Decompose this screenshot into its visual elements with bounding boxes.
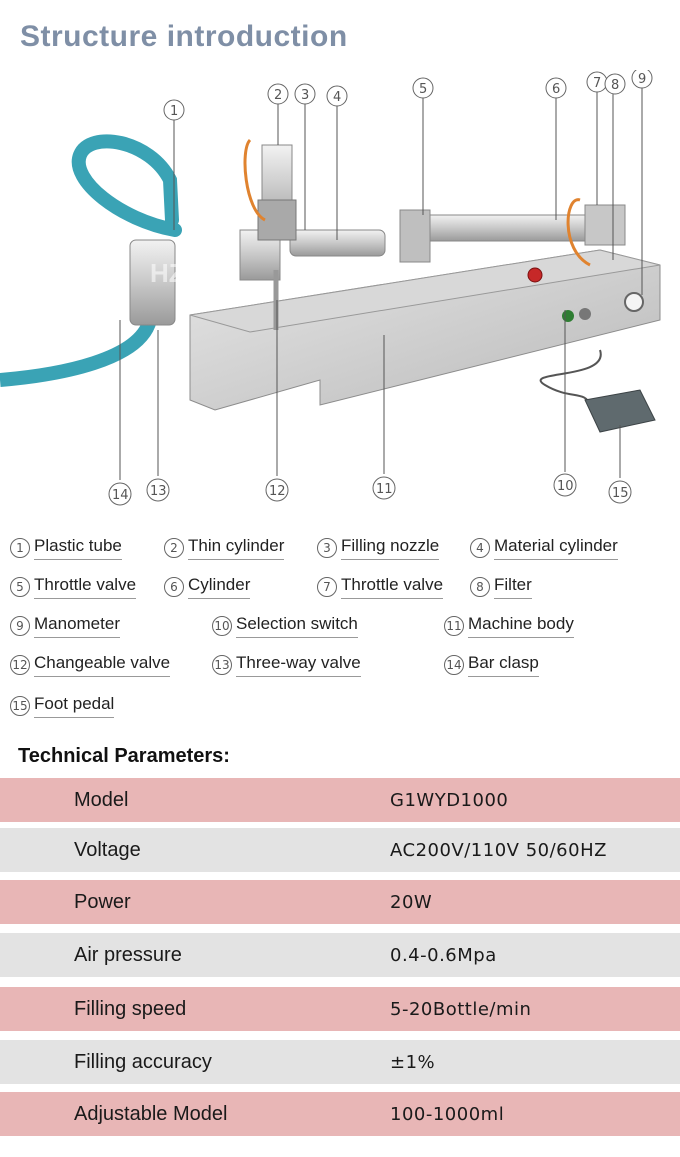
param-value: 5-20Bottle/min: [390, 998, 532, 1020]
callout-10: 10: [557, 479, 574, 494]
param-row-filling-speed: Filling speed 5-20Bottle/min: [0, 987, 680, 1031]
callout-9: 9: [638, 72, 646, 87]
watermark-logo: HZPK: [150, 258, 221, 288]
param-value: 0.4-0.6Mpa: [390, 944, 497, 966]
technical-parameters-heading: Technical Parameters:: [18, 745, 230, 767]
legend-label: Selection switch: [236, 614, 358, 638]
param-label: Filling speed: [74, 997, 187, 1020]
legend-label: Throttle valve: [341, 575, 444, 599]
callout-4: 4: [333, 90, 341, 105]
legend-number: 3: [317, 538, 337, 558]
legend-number: 12: [10, 655, 30, 675]
legend-label: Bar clasp: [468, 653, 539, 677]
plastic-tube-lower: [0, 317, 157, 387]
legend-item-2: 2 Thin cylinder: [164, 534, 285, 562]
legend-item-9: 9 Manometer: [10, 612, 120, 640]
legend-item-15: 15 Foot pedal: [10, 692, 115, 720]
legend-number: 11: [444, 616, 464, 636]
param-row-adjustable-model: Adjustable Model 100-1000ml: [0, 1092, 680, 1136]
param-label: Model: [74, 788, 129, 811]
param-value: 20W: [390, 891, 433, 913]
legend-label: Filter: [494, 575, 532, 599]
legend-item-10: 10 Selection switch: [212, 612, 358, 640]
legend-item-12: 12 Changeable valve: [10, 651, 171, 679]
param-value: ±1%: [390, 1051, 436, 1073]
param-value: AC200V/110V 50/60HZ: [390, 839, 607, 861]
legend-number: 2: [164, 538, 184, 558]
stop-button: [527, 267, 543, 283]
param-row-voltage: Voltage AC200V/110V 50/60HZ: [0, 828, 680, 872]
machine-illustration: HZPK 1 2 3 4 5 6 7 8: [0, 70, 680, 510]
legend-number: 1: [10, 538, 30, 558]
manometer: [624, 292, 644, 312]
callout-13: 13: [150, 484, 167, 499]
callout-8: 8: [611, 78, 619, 93]
machine-drawing: HZPK 1 2 3 4 5 6 7 8: [0, 70, 661, 506]
legend-item-4: 4 Material cylinder: [470, 534, 618, 562]
callout-3: 3: [301, 88, 309, 103]
legend-label: Material cylinder: [494, 536, 618, 560]
legend-number: 7: [317, 577, 337, 597]
param-label: Adjustable Model: [74, 1102, 228, 1125]
callout-15: 15: [612, 486, 629, 501]
plastic-tube: [71, 134, 182, 237]
legend-label: Plastic tube: [34, 536, 122, 560]
param-label: Voltage: [74, 838, 141, 861]
page-title: Structure introduction: [20, 20, 348, 53]
legend-label: Throttle valve: [34, 575, 137, 599]
legend-label: Cylinder: [188, 575, 251, 599]
legend-number: 10: [212, 616, 232, 636]
legend-number: 9: [10, 616, 30, 636]
legend-item-8: 8 Filter: [470, 573, 532, 601]
callout-5: 5: [419, 82, 427, 97]
callout-12: 12: [269, 484, 286, 499]
three-way-valve: [129, 239, 176, 326]
legend-label: Machine body: [468, 614, 574, 638]
param-row-filling-accuracy: Filling accuracy ±1%: [0, 1040, 680, 1084]
callout-2: 2: [274, 88, 282, 103]
callout-1: 1: [170, 104, 178, 119]
foot-pedal: [584, 389, 656, 433]
callout-14: 14: [112, 488, 129, 503]
legend-item-5: 5 Throttle valve: [10, 573, 137, 601]
legend-label: Foot pedal: [34, 694, 115, 718]
legend-item-11: 11 Machine body: [444, 612, 574, 640]
legend-item-13: 13 Three-way valve: [212, 651, 361, 679]
legend-label: Three-way valve: [236, 653, 361, 677]
param-row-model: Model G1WYD1000: [0, 778, 680, 822]
legend-number: 13: [212, 655, 232, 675]
legend-label: Changeable valve: [34, 653, 171, 677]
legend-item-6: 6 Cylinder: [164, 573, 251, 601]
legend-number: 5: [10, 577, 30, 597]
legend-number: 8: [470, 577, 490, 597]
legend-label: Manometer: [34, 614, 120, 638]
legend-item-1: 1 Plastic tube: [10, 534, 122, 562]
callout-7: 7: [593, 76, 601, 91]
param-row-power: Power 20W: [0, 880, 680, 924]
param-label: Power: [74, 890, 131, 913]
legend-item-7: 7 Throttle valve: [317, 573, 444, 601]
legend-number: 14: [444, 655, 464, 675]
param-value: 100-1000ml: [390, 1103, 505, 1125]
callout-6: 6: [552, 82, 560, 97]
param-row-air-pressure: Air pressure 0.4-0.6Mpa: [0, 933, 680, 977]
legend-number: 15: [10, 696, 30, 716]
cylinder: [404, 214, 596, 242]
callout-11: 11: [376, 482, 393, 497]
legend-label: Filling nozzle: [341, 536, 440, 560]
legend-item-14: 14 Bar clasp: [444, 651, 539, 679]
legend-item-3: 3 Filling nozzle: [317, 534, 440, 562]
legend-number: 6: [164, 577, 184, 597]
param-label: Air pressure: [74, 943, 182, 966]
param-label: Filling accuracy: [74, 1050, 212, 1073]
legend-label: Thin cylinder: [188, 536, 285, 560]
legend-number: 4: [470, 538, 490, 558]
param-value: G1WYD1000: [390, 789, 509, 811]
